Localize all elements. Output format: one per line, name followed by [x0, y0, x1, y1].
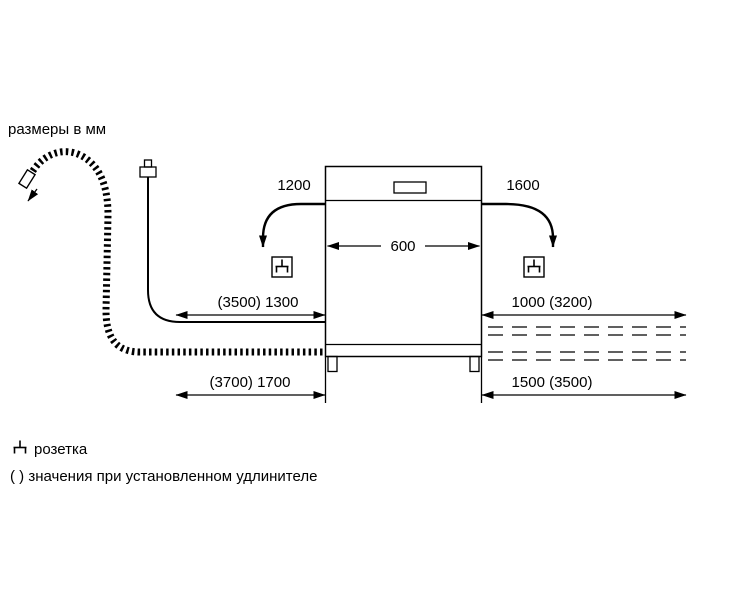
- supply-hose-path: [147, 177, 326, 323]
- appliance-body: [324, 165, 483, 358]
- tap-connector: [139, 166, 157, 178]
- foot-left: [327, 355, 338, 373]
- supply-hose: (3500) 1300: [139, 159, 326, 323]
- appliance-outline: [324, 165, 483, 403]
- legend-socket-label: розетка: [34, 441, 88, 458]
- drain-hose-path: [26, 148, 326, 356]
- drain-left-label: (3700) 1700: [210, 374, 291, 391]
- width-label: 600: [390, 238, 415, 255]
- tap-connector-top: [143, 159, 153, 168]
- supply-left-label: (3500) 1300: [218, 294, 299, 311]
- power-cord-left: 1200: [259, 177, 326, 278]
- cord-left-label: 1200: [277, 177, 310, 194]
- cord-path: [481, 202, 557, 248]
- foot-right: [469, 355, 480, 373]
- cord-right-label: 1600: [506, 177, 539, 194]
- cord-path: [259, 202, 326, 248]
- power-cord-right: 1600: [481, 177, 557, 278]
- right-extensions: 1000 (3200) 1500 (3500): [481, 294, 687, 399]
- legend-extension-note: ( ) значения при установленном удлинител…: [10, 468, 317, 485]
- inlet-right-label: 1000 (3200): [512, 294, 593, 311]
- appliance-handle: [393, 181, 427, 194]
- legend: розетка ( ) значения при установленном у…: [10, 439, 317, 485]
- width-dimension: 600: [327, 238, 480, 255]
- drain-hose: (3700) 1700: [17, 148, 326, 399]
- drain-direction-arrow: [27, 188, 39, 202]
- drain-right-label: 1500 (3500): [512, 374, 593, 391]
- drain-hose-end-cap: [17, 168, 37, 190]
- page-title: размеры в мм: [8, 121, 106, 138]
- socket-icon-legend: [12, 439, 28, 455]
